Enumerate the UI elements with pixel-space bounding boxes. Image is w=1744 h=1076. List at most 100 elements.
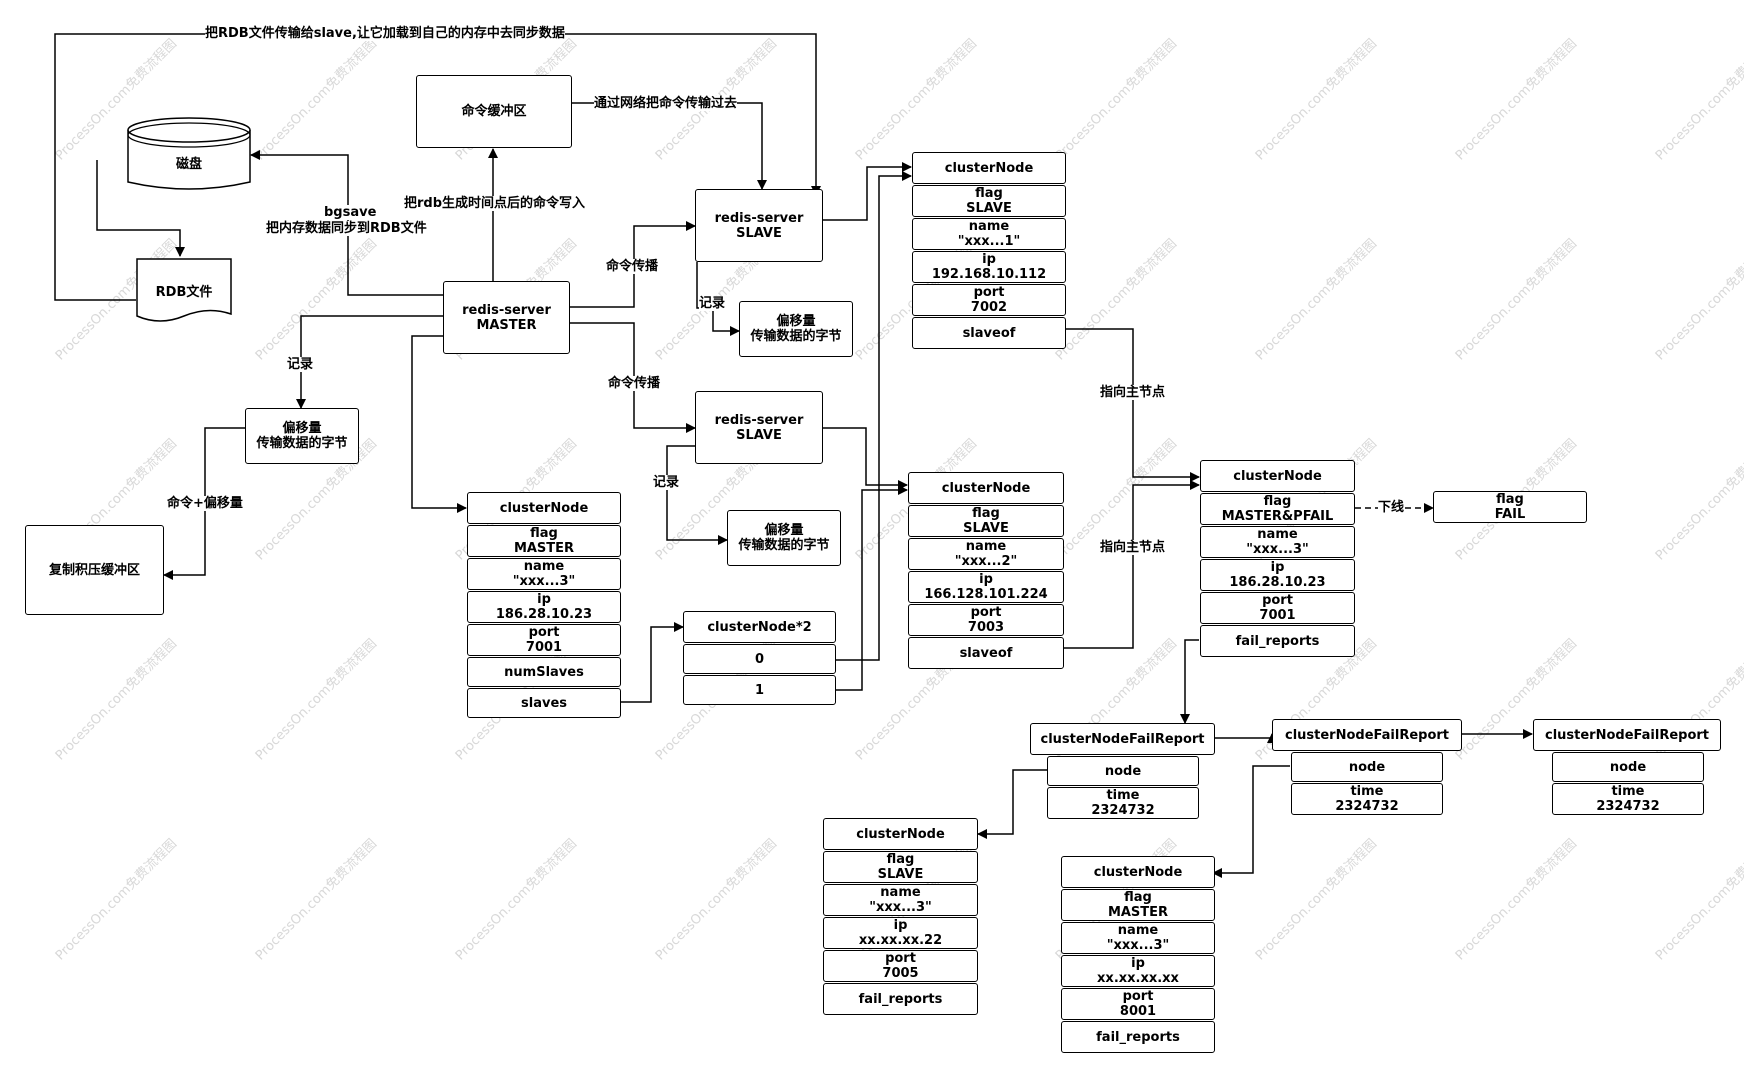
node-slave2-field-2-value: 166.128.101.224: [924, 587, 1048, 602]
redis-slave-2-line1: redis-server: [714, 412, 804, 428]
offset-master-line2: 传输数据的字节: [256, 436, 348, 451]
node-slave1-title: clusterNode: [912, 152, 1066, 184]
node-reporter1-field-4-name: fail_reports: [858, 991, 943, 1007]
redis-slave-1-line2: SLAVE: [736, 225, 782, 241]
redis-slave-2: redis-server SLAVE: [695, 391, 823, 464]
report2-field-1-name: time: [1350, 784, 1384, 799]
node-slave1-field-0-value: SLAVE: [966, 201, 1012, 216]
node-master-field-5-name: slaves: [521, 695, 567, 711]
node-slave1-field-4: slaveof: [912, 317, 1066, 349]
node-slaves-array-field-0-name: 0: [754, 651, 765, 667]
label-write-cmd: 把rdb生成时间点后的命令写入: [404, 196, 586, 211]
replication-backlog: 复制积压缓冲区: [25, 525, 164, 615]
node-slave2-title: clusterNode: [908, 472, 1064, 504]
report3-title-text: clusterNodeFailReport: [1544, 727, 1710, 743]
node-pfail-field-1: name"xxx...3": [1200, 526, 1355, 558]
label-propagate-1: 命令传播: [606, 259, 659, 274]
node-slave2-field-2-name: ip: [979, 572, 993, 587]
document-shape: [136, 258, 232, 322]
redis-master: redis-server MASTER: [443, 281, 570, 354]
node-reporter1-title: clusterNode: [823, 818, 978, 850]
offset-master-line1: 偏移量: [282, 421, 322, 436]
node-slave1-field-3-name: port: [973, 285, 1005, 300]
node-reporter1-title-text: clusterNode: [856, 826, 945, 842]
report2-title: clusterNodeFailReport: [1272, 719, 1462, 751]
node-reporter2-field-0-value: MASTER: [1107, 905, 1169, 920]
node-reporter1-field-1-value: "xxx...3": [869, 900, 932, 915]
node-pfail-field-1-name: name: [1257, 527, 1298, 542]
edge-rdb-to-slave: [54, 33, 821, 301]
node-master-field-3-value: 7001: [525, 640, 563, 655]
node-pfail-field-2-value: 186.28.10.23: [1229, 575, 1326, 590]
offset-master: 偏移量 传输数据的字节: [245, 408, 359, 464]
node-master-field-4-name: numSlaves: [504, 664, 584, 680]
offset-slave-2: 偏移量 传输数据的字节: [727, 510, 841, 566]
edge-slave2-to-offset: [666, 445, 728, 545]
edge-slave1-to-node1: [823, 162, 912, 221]
label-cmd-offset: 命令+偏移量: [167, 496, 243, 511]
redis-master-line2: MASTER: [476, 317, 537, 333]
node-reporter1-field-3-value: 7005: [882, 966, 919, 981]
replication-backlog-label: 复制积压缓冲区: [48, 562, 140, 578]
node-slave2-field-1-value: "xxx...2": [954, 554, 1018, 569]
report3-title: clusterNodeFailReport: [1533, 719, 1721, 751]
node-reporter2-field-1: name"xxx...3": [1061, 922, 1215, 954]
node-slave1-field-1: name"xxx...1": [912, 218, 1066, 250]
node-master-title: clusterNode: [467, 492, 621, 524]
edge-report1-to-report2: [1215, 733, 1277, 743]
report1-field-1-value: 2324732: [1091, 803, 1155, 818]
command-buffer-label: 命令缓冲区: [461, 104, 527, 119]
flag-fail-line1: flag: [1496, 492, 1524, 507]
node-slaves-array-field-1-name: 1: [754, 682, 765, 698]
node-slaves-array-title: clusterNode*2: [683, 611, 836, 643]
node-master-field-0-name: flag: [530, 526, 558, 541]
edge-disk-to-rdb: [96, 160, 185, 257]
node-reporter1-field-0-value: SLAVE: [877, 867, 924, 882]
edge-report2node-to-reporter2: [1212, 765, 1290, 878]
report2-field-1-value: 2324732: [1335, 799, 1399, 814]
node-pfail-field-4: fail_reports: [1200, 625, 1355, 657]
label-bgsave-desc: 把内存数据同步到RDB文件: [266, 221, 427, 236]
label-point-master-1: 指向主节点: [1100, 385, 1166, 400]
node-pfail-field-2-name: ip: [1270, 560, 1285, 575]
offset-slave-2-line2: 传输数据的字节: [738, 538, 830, 553]
report3-field-1-name: time: [1611, 784, 1645, 799]
node-reporter1-field-2-value: xx.xx.xx.22: [858, 933, 943, 948]
node-reporter2-title-text: clusterNode: [1093, 864, 1183, 880]
edge-array0-to-node1: [836, 171, 912, 661]
node-master-field-0-value: MASTER: [513, 541, 575, 556]
label-record-slave-1: 记录: [699, 296, 726, 311]
node-slave1-field-3-value: 7002: [970, 300, 1008, 315]
node-reporter1-field-3-name: port: [885, 951, 916, 966]
node-reporter1-field-1: name"xxx...3": [823, 884, 978, 916]
node-master-field-1-name: name: [523, 559, 565, 574]
node-slave2-field-0-name: flag: [972, 506, 1000, 521]
node-slave2-field-3-value: 7003: [967, 620, 1005, 635]
node-reporter1-field-0-name: flag: [886, 852, 915, 867]
node-master-field-5: slaves: [467, 688, 621, 718]
edge-buffer-to-slave1: [572, 102, 767, 190]
node-slaves-array-field-0: 0: [683, 644, 836, 674]
edge-slaveof1-to-pfail: [1064, 328, 1200, 482]
node-slave1-title-text: clusterNode: [944, 160, 1034, 176]
node-master-field-2-value: 186.28.10.23: [495, 607, 593, 622]
offset-slave-1: 偏移量 传输数据的字节: [739, 301, 853, 357]
rdb-file-doc: RDB文件: [136, 258, 232, 326]
node-pfail-field-0-value: MASTER&PFAIL: [1221, 509, 1334, 524]
node-slaves-array-title-text: clusterNode*2: [707, 619, 812, 635]
rdb-file-label: RDB文件: [155, 284, 213, 300]
